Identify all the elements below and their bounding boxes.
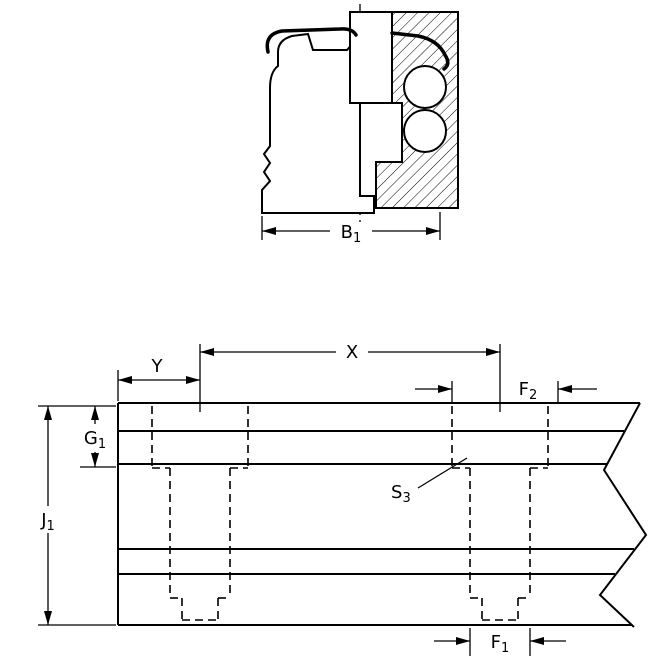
arrowhead-up-icon [91, 406, 99, 420]
arrowhead-right-icon [186, 376, 200, 384]
dimension-label-x: X [346, 342, 358, 363]
bolt-right-hidden [451, 406, 549, 621]
leader-line [417, 457, 468, 489]
callout-s3: S3 [391, 457, 468, 506]
arrowhead-down-icon [44, 611, 52, 625]
arrowhead-left-icon [118, 376, 132, 384]
dimension-g1: G1 [38, 405, 116, 468]
dimension-label-f2: F2 [519, 379, 538, 403]
arrowhead-right-icon [426, 227, 440, 235]
bolt-left-hidden [151, 406, 249, 621]
dimension-f2: F2 [415, 379, 597, 403]
break-line [598, 402, 648, 628]
arrowhead-right-icon [456, 637, 470, 645]
arrowhead-left-icon [262, 227, 276, 235]
dimension-label-g1: G1 [84, 428, 106, 452]
rail-hatched-section [375, 11, 459, 209]
dimension-label-f1: F1 [491, 632, 510, 656]
callout-label-s3: S3 [391, 482, 411, 506]
seal-contour-right [390, 31, 450, 71]
seal-contour-left [265, 27, 358, 54]
dimension-b1: B1 [261, 212, 441, 246]
arrowhead-down-icon [91, 453, 99, 467]
dimension-label-j1: J1 [40, 510, 55, 534]
rail-side-view: Y X F2 G [38, 342, 648, 656]
arrowhead-left-icon [530, 637, 544, 645]
dimension-f1: F1 [434, 628, 566, 656]
cross-section-view: B1 [261, 4, 459, 246]
dimension-y: Y [117, 356, 200, 401]
dimension-j1: J1 [38, 406, 116, 626]
ball-bearing-lower [403, 109, 447, 153]
dimension-label-b1: B1 [341, 222, 362, 246]
dimension-x: X [199, 342, 501, 412]
arrowhead-left-icon [558, 385, 572, 393]
arrowhead-up-icon [44, 406, 52, 420]
insert-block [349, 11, 393, 104]
arrowhead-right-icon [486, 348, 500, 356]
arrowhead-left-icon [200, 348, 214, 356]
ball-bearing-upper [403, 65, 447, 109]
dimension-label-y: Y [151, 356, 164, 377]
arrowhead-right-icon [438, 385, 452, 393]
